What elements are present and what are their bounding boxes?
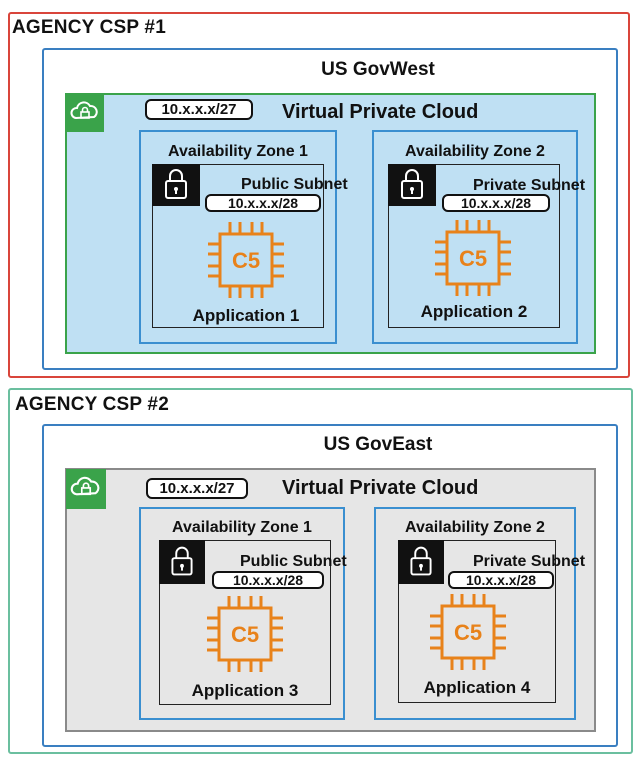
csp2-az2-cidr: 10.x.x.x/28: [448, 571, 554, 589]
csp1-az2-title: Availability Zone 2: [405, 143, 545, 160]
csp2-az1-cidr: 10.x.x.x/28: [212, 571, 324, 589]
vpc-title: Virtual Private Cloud: [282, 101, 479, 123]
csp2-az1-subnet-title: Public Subnet: [240, 553, 347, 570]
padlock-icon: [398, 540, 444, 584]
vpc-cidr-box: 10.x.x.x/27: [145, 99, 253, 120]
csp2-region-frame: [42, 424, 618, 747]
csp2-az2-title: Availability Zone 2: [405, 519, 545, 536]
csp1-az2-frame: [372, 130, 578, 344]
csp1-title: AGENCY CSP #1: [12, 17, 166, 38]
csp2-az1-frame: [139, 507, 345, 720]
csp2-az1-title: Availability Zone 1: [172, 519, 312, 536]
padlock-icon: [388, 164, 436, 206]
csp1-region-frame: [42, 48, 618, 370]
csp2-frame: [8, 388, 633, 754]
csp2-az2-frame: [374, 507, 576, 720]
csp1-az1-subnet: [152, 164, 324, 328]
csp1-frame: [8, 12, 630, 378]
padlock-icon: [152, 164, 200, 206]
chip-label: C5: [454, 620, 482, 645]
ec2-chip-icon: C5: [205, 594, 285, 679]
chip-label: C5: [231, 622, 259, 647]
csp1-az1-cidr: 10.x.x.x/28: [205, 194, 321, 212]
csp2-az2-subnet-title: Private Subnet: [473, 553, 586, 570]
vpc-cloud-icon: [66, 469, 106, 509]
padlock-icon: [159, 540, 205, 584]
csp1-az1-frame: [139, 130, 337, 344]
csp1-app2-label: Application 2: [420, 302, 528, 321]
csp1-region-title: US GovWest: [321, 59, 435, 80]
ec2-chip-icon: C5: [428, 592, 508, 677]
csp1-az2-cidr: 10.x.x.x/28: [442, 194, 550, 212]
csp1-az1-subnet-title: Public Subnet: [241, 176, 348, 193]
csp2-region-title: US GovEast: [323, 434, 433, 455]
csp1-az1-title: Availability Zone 1: [168, 143, 308, 160]
csp1-app1-label: Application 1: [192, 306, 300, 325]
csp2-az1-subnet: [159, 540, 331, 705]
vpc-title: Virtual Private Cloud: [282, 477, 479, 499]
csp2-az2-subnet: [398, 540, 556, 703]
csp2-title: AGENCY CSP #2: [15, 394, 169, 415]
csp2-app3-label: Application 3: [191, 681, 299, 700]
ec2-chip-icon: C5: [206, 220, 286, 305]
vpc-cloud-icon: [66, 94, 104, 132]
csp2-app4-label: Application 4: [423, 678, 531, 697]
csp1-az2-subnet: [388, 164, 560, 328]
vpc-cidr-box: 10.x.x.x/27: [146, 478, 248, 499]
ec2-chip-icon: C5: [433, 218, 513, 303]
csp1-az2-subnet-title: Private Subnet: [473, 177, 586, 194]
chip-label: C5: [232, 248, 260, 273]
csp1-vpc: [65, 93, 596, 354]
chip-label: C5: [459, 246, 487, 271]
